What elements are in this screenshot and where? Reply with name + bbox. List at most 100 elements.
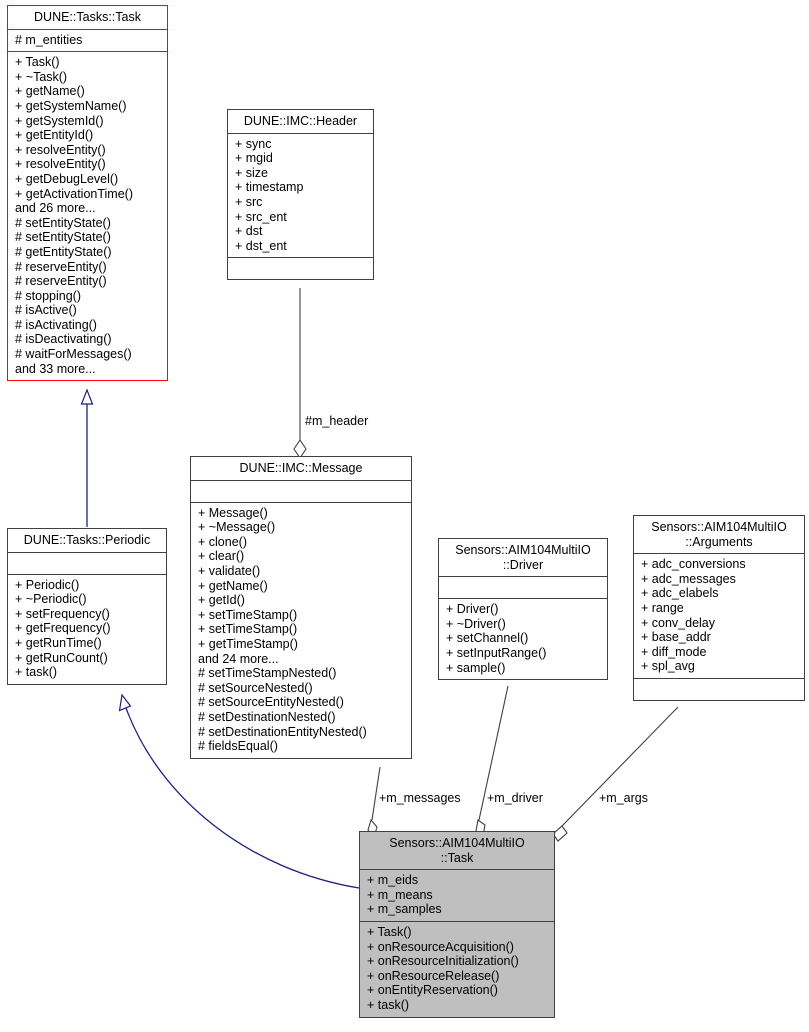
class-member-row: + base_addr	[641, 630, 711, 645]
class-member-row: + spl_avg	[641, 659, 695, 674]
class-member-row: + ~Periodic()	[15, 592, 87, 607]
operations-compartment-dune-tasks-periodic: + Periodic()+ ~Periodic()+ setFrequency(…	[8, 575, 166, 684]
class-member-row: + getRunCount()	[15, 650, 108, 665]
class-member-row: # waitForMessages()	[15, 347, 132, 362]
class-member-row: + setInputRange()	[446, 645, 547, 660]
class-member-row: + getName()	[15, 84, 85, 99]
class-member-row: + onResourceInitialization()	[367, 954, 519, 969]
class-node-dune-imc-header[interactable]: DUNE::IMC::Header + sync+ mgid+ size+ ti…	[227, 109, 374, 281]
class-member-row: + clone()	[198, 534, 247, 549]
class-node-aim104-task[interactable]: Sensors::AIM104MultiIO ::Task + m_eids+ …	[359, 831, 555, 1018]
class-member-row: + Message()	[198, 505, 268, 520]
edge-periodic-inherits-task	[80, 388, 94, 527]
class-member-row: + task()	[367, 997, 410, 1012]
class-title-dune-tasks-periodic: DUNE::Tasks::Periodic	[8, 529, 166, 553]
class-title-dune-tasks-task: DUNE::Tasks::Task	[8, 6, 167, 30]
class-title-aim104-arguments: Sensors::AIM104MultiIO ::Arguments	[634, 516, 804, 555]
class-node-aim104-driver[interactable]: Sensors::AIM104MultiIO ::Driver + Driver…	[438, 538, 608, 681]
operations-compartment-dune-imc-header	[228, 258, 373, 279]
class-member-row: + sync	[235, 136, 272, 151]
class-title-dune-imc-header: DUNE::IMC::Header	[228, 110, 373, 134]
class-member-row: + adc_messages	[641, 571, 736, 586]
class-node-dune-tasks-periodic[interactable]: DUNE::Tasks::Periodic + Periodic()+ ~Per…	[7, 528, 167, 685]
class-member-row: # setTimeStampNested()	[198, 666, 337, 681]
edge-aim104task-has-args	[552, 706, 679, 842]
class-member-row: + mgid	[235, 151, 273, 166]
attributes-compartment-dune-imc-header: + sync+ mgid+ size+ timestamp+ src+ src_…	[228, 134, 373, 259]
class-member-row: + onResourceAcquisition()	[367, 939, 514, 954]
class-member-row: # isDeactivating()	[15, 332, 112, 347]
class-member-row: + sample()	[446, 660, 506, 675]
class-member-row: # setEntityState()	[15, 215, 111, 230]
class-member-row: + range	[641, 600, 684, 615]
class-member-row: + getSystemId()	[15, 113, 104, 128]
edge-label-m-args: +m_args	[599, 791, 648, 805]
class-member-row: + timestamp	[235, 180, 304, 195]
class-member-row: + getRunTime()	[15, 635, 102, 650]
class-member-row: # fieldsEqual()	[198, 739, 278, 754]
class-node-aim104-arguments[interactable]: Sensors::AIM104MultiIO ::Arguments + adc…	[633, 515, 805, 701]
class-member-row: + ~Driver()	[446, 616, 506, 631]
class-member-row: + adc_elabels	[641, 586, 719, 601]
class-member-row: + src	[235, 194, 263, 209]
class-member-row: + getFrequency()	[15, 621, 111, 636]
class-member-row: + getTimeStamp()	[198, 636, 298, 651]
class-node-dune-imc-message[interactable]: DUNE::IMC::Message + Message()+ ~Message…	[190, 456, 412, 759]
edge-label-m-driver: +m_driver	[487, 791, 543, 805]
class-member-row: + m_eids	[367, 873, 419, 888]
class-member-row: + onEntityReservation()	[367, 983, 498, 998]
class-member-row: + m_means	[367, 887, 433, 902]
class-member-row: + dst	[235, 224, 263, 239]
class-member-row: and 24 more...	[198, 651, 279, 666]
class-title-aim104-task: Sensors::AIM104MultiIO ::Task	[360, 832, 554, 871]
class-member-row: # m_entities	[15, 32, 83, 47]
class-member-row: # setSourceNested()	[198, 680, 313, 695]
class-member-row: + ~Message()	[198, 520, 276, 535]
class-member-row: and 26 more...	[15, 201, 96, 216]
class-member-row: and 33 more...	[15, 361, 96, 376]
attributes-compartment-aim104-driver	[439, 577, 607, 600]
class-member-row: + src_ent	[235, 209, 287, 224]
class-member-row: + adc_conversions	[641, 557, 746, 572]
class-member-row: + size	[235, 165, 269, 180]
class-member-row: # isActivating()	[15, 317, 97, 332]
class-member-row: + Driver()	[446, 602, 499, 617]
class-member-row: + resolveEntity()	[15, 157, 106, 172]
class-member-row: + resolveEntity()	[15, 142, 106, 157]
edge-label-m-header: #m_header	[305, 414, 369, 428]
attributes-compartment-dune-imc-message	[191, 481, 411, 503]
class-member-row: + clear()	[198, 549, 245, 564]
class-member-row: # setSourceEntityNested()	[198, 695, 344, 710]
class-member-row: + setTimeStamp()	[198, 622, 298, 637]
edge-aim104task-has-driver	[475, 685, 509, 837]
edge-message-has-header	[293, 288, 307, 459]
class-member-row: # isActive()	[15, 303, 77, 318]
class-node-dune-tasks-task[interactable]: DUNE::Tasks::Task # m_entities + Task()+…	[7, 5, 168, 382]
attributes-compartment-dune-tasks-task: # m_entities	[8, 30, 167, 53]
class-member-row: + setTimeStamp()	[198, 607, 298, 622]
class-member-row: + getEntityId()	[15, 128, 94, 143]
class-member-row: # setEntityState()	[15, 230, 111, 245]
class-member-row: + onResourceRelease()	[367, 968, 500, 983]
class-member-row: + task()	[15, 665, 58, 680]
class-member-row: + getDebugLevel()	[15, 171, 119, 186]
attributes-compartment-aim104-arguments: + adc_conversions+ adc_messages+ adc_ela…	[634, 554, 804, 679]
attributes-compartment-aim104-task: + m_eids+ m_means+ m_samples	[360, 870, 554, 922]
operations-compartment-dune-tasks-task: + Task()+ ~Task()+ getName()+ getSystemN…	[8, 52, 167, 380]
attributes-compartment-dune-tasks-periodic	[8, 553, 166, 575]
class-member-row: + getId()	[198, 593, 245, 608]
class-member-row: + Task()	[15, 55, 60, 70]
class-member-row: # getEntityState()	[15, 244, 112, 259]
class-member-row: # stopping()	[15, 288, 82, 303]
class-member-row: + m_samples	[367, 902, 442, 917]
operations-compartment-aim104-arguments	[634, 679, 804, 700]
class-member-row: + getName()	[198, 578, 268, 593]
class-title-dune-imc-message: DUNE::IMC::Message	[191, 457, 411, 481]
operations-compartment-aim104-task: + Task()+ onResourceAcquisition()+ onRes…	[360, 922, 554, 1017]
edge-label-m-messages: +m_messages	[379, 791, 461, 805]
class-member-row: + validate()	[198, 563, 261, 578]
class-member-row: # setDestinationEntityNested()	[198, 724, 367, 739]
class-title-aim104-driver: Sensors::AIM104MultiIO ::Driver	[439, 539, 607, 578]
class-member-row: + setFrequency()	[15, 606, 110, 621]
